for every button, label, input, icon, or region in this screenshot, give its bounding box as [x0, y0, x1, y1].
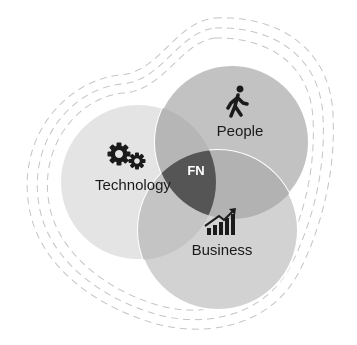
- bar-chart-growth-icon: [204, 208, 236, 235]
- dashed-ring-middle: [36, 27, 324, 321]
- center-label: FN: [187, 163, 204, 178]
- dashed-rings: [26, 17, 334, 330]
- business-label: Business: [192, 242, 253, 259]
- dashed-ring-outer: [26, 17, 334, 330]
- people-label: People: [217, 123, 264, 140]
- walking-person-icon: [226, 85, 249, 118]
- technology-label: Technology: [95, 177, 171, 194]
- center-overlap: [155, 150, 216, 219]
- gears-icon: [107, 142, 146, 170]
- dashed-ring-inner: [46, 37, 314, 311]
